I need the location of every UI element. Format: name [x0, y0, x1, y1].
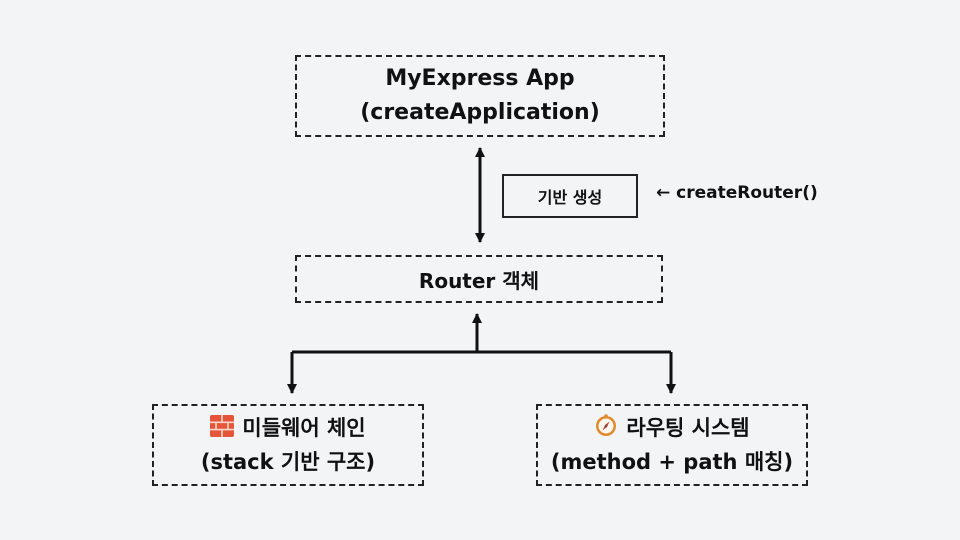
brick-icon [210, 415, 235, 437]
create-router-note: ← createRouter() [656, 183, 818, 203]
middleware-box-title: 미들웨어 체인 [210, 411, 366, 445]
base-creation-box: 기반 생성 [502, 174, 638, 218]
middleware-box: 미들웨어 체인 (stack 기반 구조) [152, 404, 424, 486]
routing-box-title-text: 라우팅 시스템 [626, 416, 750, 440]
middleware-box-subtitle: (stack 기반 구조) [200, 450, 376, 474]
app-box-subtitle: (createApplication) [360, 100, 600, 125]
base-creation-label: 기반 생성 [537, 188, 603, 207]
routing-box: 라우팅 시스템 (method + path 매칭) [536, 404, 808, 486]
app-box-title: MyExpress App [385, 66, 575, 91]
routing-box-subtitle: (method + path 매칭) [550, 450, 794, 474]
app-box: MyExpress App (createApplication) [295, 55, 665, 137]
routing-box-title: 라우팅 시스템 [594, 411, 750, 445]
middleware-box-title-text: 미들웨어 체인 [242, 416, 366, 440]
router-box: Router 객체 [295, 255, 663, 303]
compass-icon [596, 414, 617, 436]
router-box-label: Router 객체 [418, 268, 540, 293]
